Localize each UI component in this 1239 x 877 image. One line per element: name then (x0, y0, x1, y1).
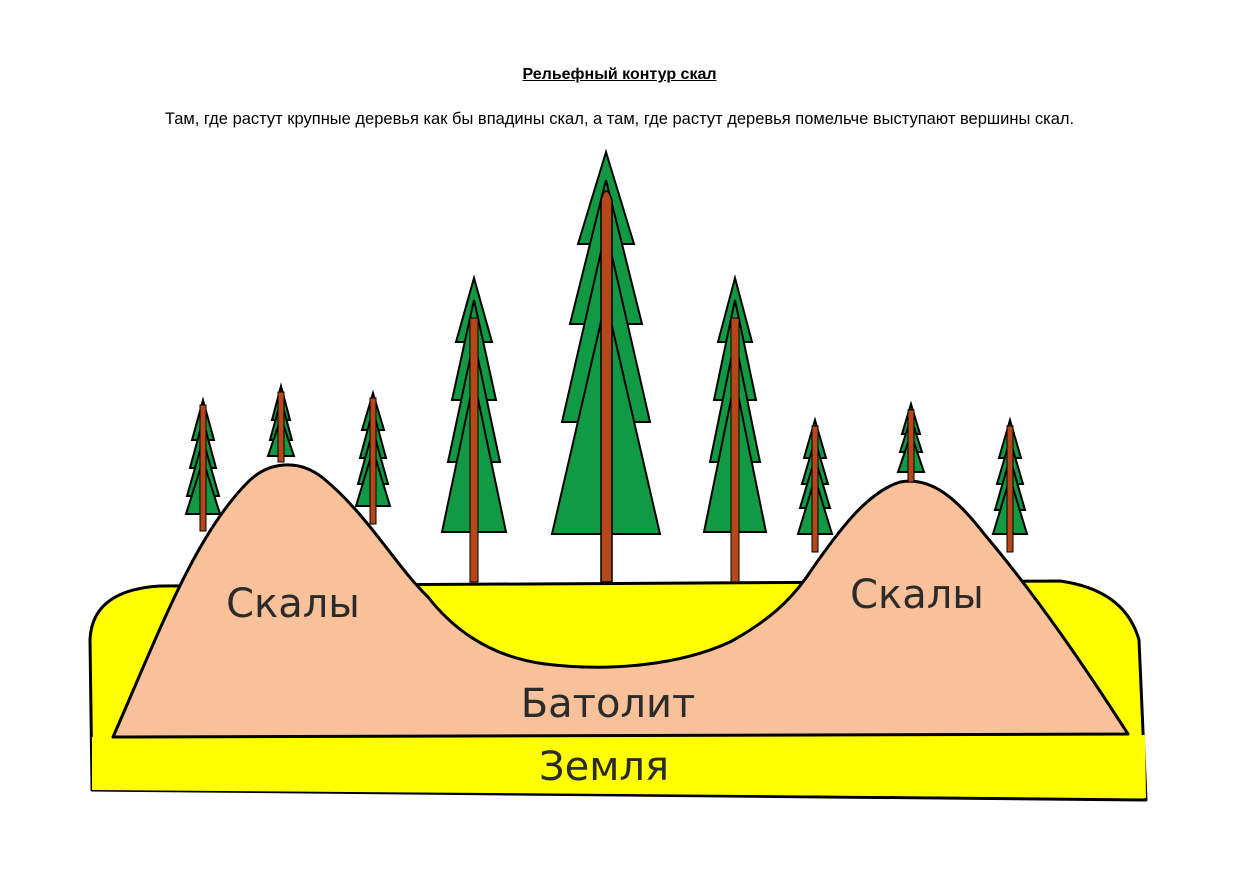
earth-layer (92, 735, 1146, 798)
tree-left-small-1 (184, 396, 222, 532)
label-rocks-right: Скалы (850, 572, 984, 618)
tree-left-tall (440, 274, 508, 583)
label-rocks-left: Скалы (226, 581, 360, 627)
tree-left-top-tiny (266, 382, 296, 463)
tree-right-small-2 (991, 416, 1029, 553)
label-earth: Земля (539, 744, 669, 790)
tree-center-tallest (550, 148, 662, 583)
tree-left-small-2 (354, 389, 392, 525)
page-subtitle: Там, где растут крупные деревья как бы в… (164, 110, 1075, 128)
tree-right-top-tiny (896, 400, 926, 483)
tree-right-tall (702, 274, 768, 583)
batholith-rock-mass (111, 463, 1130, 739)
page-title: Рельефный контур скал (522, 66, 717, 83)
label-batholith: Батолит (521, 681, 696, 727)
tree-right-small-1 (796, 416, 834, 553)
